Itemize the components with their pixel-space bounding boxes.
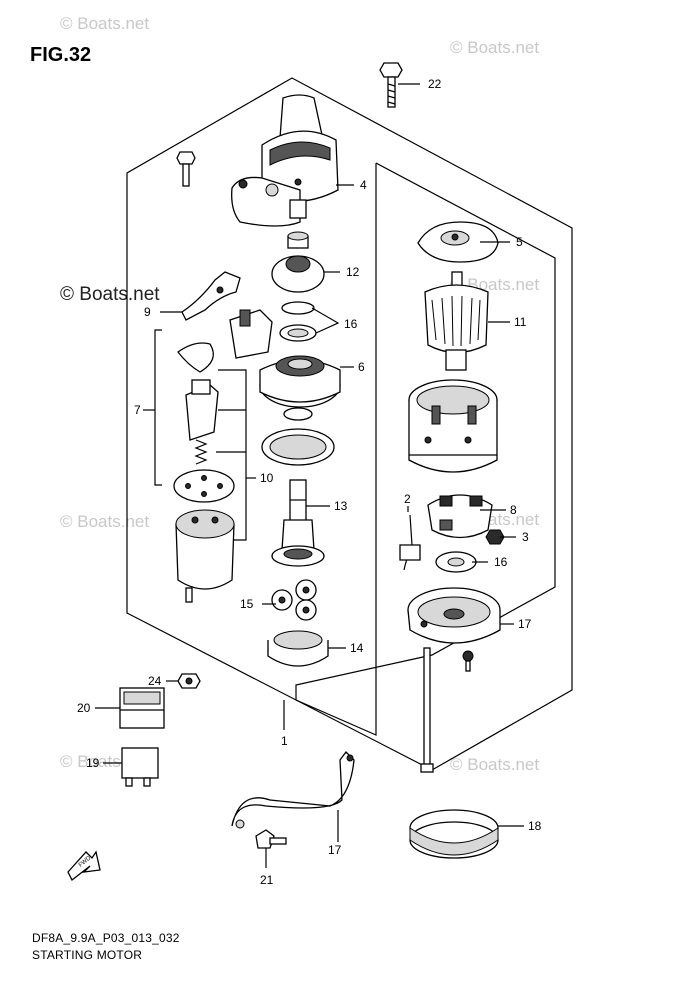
bolt-22 (255, 829, 287, 849)
ring-6b (283, 407, 313, 421)
screw-17 (462, 650, 474, 672)
callout-7: 7 (134, 403, 141, 417)
callout-4: 4 (360, 178, 367, 192)
thru-bolt (420, 647, 434, 773)
plate-5 (417, 221, 499, 263)
callout-23: 22 (428, 77, 442, 91)
watermark: © Boats.net (60, 14, 150, 33)
callout-18: 17 (328, 843, 342, 857)
bracket-18 (231, 751, 355, 829)
callout-14: 14 (350, 641, 364, 655)
callout-19: 18 (528, 819, 542, 833)
callout-11: 11 (514, 315, 527, 329)
lever-9 (181, 271, 241, 321)
nut-3 (485, 529, 505, 545)
callout-6: 6 (358, 360, 365, 374)
fwd-arrow-icon: FWD (67, 850, 101, 881)
callout-8: 8 (510, 503, 517, 517)
callouts: 22 4 5 12 9 16 11 6 7 10 2 13 8 3 16 15 … (77, 77, 542, 887)
leader-lines (95, 83, 524, 868)
yoke (408, 379, 498, 473)
callout-12: 12 (346, 265, 360, 279)
figure-name: STARTING MOTOR (32, 948, 143, 962)
plunger-7 (173, 309, 273, 503)
bolt-housing (176, 151, 196, 187)
clutch-6 (259, 355, 341, 408)
callout-1: 1 (281, 734, 288, 748)
washer-16 (435, 551, 477, 573)
watermark: © Boats.net (450, 38, 540, 57)
relay-20 (121, 747, 159, 787)
callout-2: 2 (404, 492, 411, 506)
armature-11 (424, 271, 489, 371)
nut-24 (177, 673, 201, 689)
callout-17: 17 (518, 617, 532, 631)
callout-16: 16 (344, 317, 358, 331)
callout-16b: 16 (494, 555, 508, 569)
callout-15: 15 (240, 597, 254, 611)
watermark: © Boats.net (450, 755, 540, 774)
assembly-frame (126, 77, 573, 771)
callout-5: 5 (516, 235, 523, 249)
lead-2 (399, 514, 421, 571)
callout-20: 19 (86, 756, 100, 770)
gasket (261, 428, 335, 466)
callout-22: 21 (260, 873, 274, 887)
callout-24: 24 (148, 674, 162, 688)
band-19 (409, 809, 499, 859)
subassembly-frame (295, 162, 556, 736)
clips-16 (279, 301, 317, 342)
callout-3: 3 (522, 530, 529, 544)
callout-21: 20 (77, 701, 91, 715)
callout-10: 10 (260, 471, 274, 485)
figure-title: FIG.32 (30, 44, 92, 66)
solenoid-10 (175, 509, 235, 603)
figure-code: DF8A_9.9A_P03_013_032 (32, 931, 180, 945)
ring-gear-14 (267, 630, 329, 667)
watermark-dark: © Boats.net (60, 284, 160, 305)
solenoid-housing-4 (231, 94, 339, 227)
shaft-13 (271, 479, 325, 567)
brush-holder-8 (427, 494, 493, 539)
callout-9: 9 (144, 305, 151, 319)
relay-21 (119, 687, 165, 729)
pinion-12 (271, 231, 325, 293)
callout-13: 13 (334, 499, 348, 513)
bolt-23 (379, 62, 403, 108)
end-cover-17 (407, 587, 501, 644)
gears-15 (271, 579, 317, 621)
